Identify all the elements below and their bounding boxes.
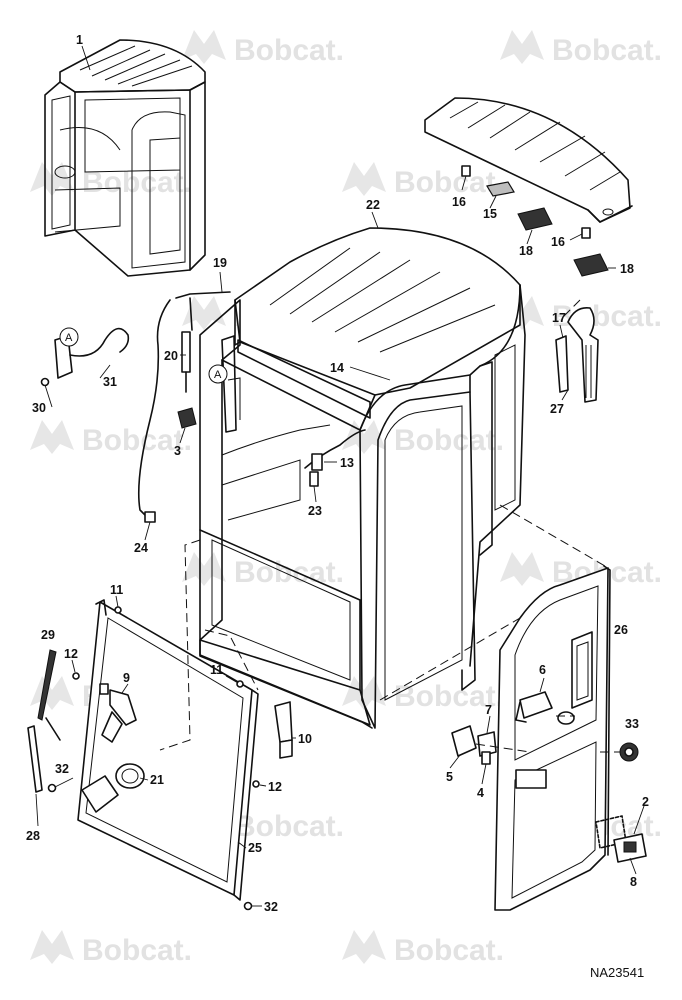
callout-14: 14 bbox=[330, 361, 344, 375]
assembly-lines bbox=[159, 299, 620, 753]
callout-11: 11 bbox=[110, 583, 123, 597]
leader-lines bbox=[35, 45, 645, 907]
callout-24: 24 bbox=[134, 541, 148, 555]
cab-assembly-thumbnail bbox=[44, 39, 206, 277]
reference-marker: A bbox=[59, 327, 79, 347]
callout-29: 29 bbox=[41, 628, 55, 642]
callout-11: 11 bbox=[210, 663, 223, 677]
door-knob bbox=[619, 742, 639, 762]
svg-text:Bobcat.: Bobcat. bbox=[394, 934, 504, 967]
svg-text:Bobcat.: Bobcat. bbox=[552, 300, 662, 333]
callout-32: 32 bbox=[264, 900, 278, 914]
watermark: Bobcat. bbox=[500, 30, 662, 67]
svg-text:Bobcat.: Bobcat. bbox=[552, 34, 662, 67]
watermark: Bobcat. bbox=[342, 162, 504, 199]
callout-3: 3 bbox=[174, 444, 181, 458]
door-latch-outer bbox=[595, 815, 647, 863]
watermark: Bobcat. bbox=[30, 162, 192, 199]
svg-text:Bobcat.: Bobcat. bbox=[394, 166, 504, 199]
watermark: Bobcat. bbox=[182, 30, 344, 67]
callout-13: 13 bbox=[340, 456, 354, 470]
nut bbox=[461, 165, 471, 177]
callout-26: 26 bbox=[614, 623, 628, 637]
watermark: Bobcat. bbox=[342, 420, 504, 457]
callout-25: 25 bbox=[248, 841, 262, 855]
svg-text:Bobcat.: Bobcat. bbox=[234, 556, 344, 589]
callout-18: 18 bbox=[519, 244, 533, 258]
callout-10: 10 bbox=[298, 732, 312, 746]
callout-23: 23 bbox=[308, 504, 322, 518]
switch bbox=[177, 407, 197, 429]
front-window bbox=[77, 599, 259, 901]
callout-1: 1 bbox=[76, 33, 83, 47]
wiper-motor bbox=[81, 763, 145, 813]
svg-text:Bobcat.: Bobcat. bbox=[82, 934, 192, 967]
reference-marker: A bbox=[208, 364, 228, 384]
callout-4: 4 bbox=[477, 786, 484, 800]
nut bbox=[581, 227, 591, 239]
svg-text:A: A bbox=[65, 332, 73, 344]
watermark: Bobcat. bbox=[342, 930, 504, 967]
callout-30: 30 bbox=[32, 401, 46, 415]
callout-27: 27 bbox=[550, 402, 564, 416]
handle-assembly-interior bbox=[221, 335, 241, 433]
callout-33: 33 bbox=[625, 717, 639, 731]
callout-20: 20 bbox=[164, 349, 178, 363]
callout-6: 6 bbox=[539, 663, 546, 677]
svg-text:Bobcat.: Bobcat. bbox=[234, 810, 344, 843]
callout-5: 5 bbox=[446, 770, 453, 784]
callout-18: 18 bbox=[620, 262, 634, 276]
callout-2: 2 bbox=[642, 795, 649, 809]
callout-8: 8 bbox=[630, 875, 637, 889]
pad bbox=[486, 181, 515, 197]
cab-frame bbox=[199, 227, 526, 729]
wiper bbox=[27, 649, 61, 793]
watermark: Bobcat. bbox=[30, 420, 192, 457]
roof-hardware bbox=[461, 165, 609, 277]
svg-text:Bobcat.: Bobcat. bbox=[82, 424, 192, 457]
callout-19: 19 bbox=[213, 256, 227, 270]
roof-panel bbox=[424, 97, 633, 223]
strut bbox=[181, 331, 191, 393]
callout-21: 21 bbox=[150, 773, 164, 787]
callout-28: 28 bbox=[26, 829, 40, 843]
svg-text:A: A bbox=[214, 369, 222, 381]
callout-31: 31 bbox=[103, 375, 117, 389]
door-handle bbox=[515, 691, 575, 725]
door-lock bbox=[451, 725, 497, 765]
callout-17: 17 bbox=[552, 311, 566, 325]
wiring-left bbox=[137, 291, 231, 523]
callout-15: 15 bbox=[483, 207, 497, 221]
watermark: Bobcat. bbox=[30, 930, 192, 967]
watermark: Bobcat. bbox=[182, 552, 344, 589]
drawing-number: NA23541 bbox=[590, 965, 644, 980]
callout-16: 16 bbox=[551, 235, 565, 249]
callout-22: 22 bbox=[366, 198, 380, 212]
callout-12: 12 bbox=[64, 647, 78, 661]
cab-door bbox=[494, 565, 611, 911]
pad bbox=[517, 207, 553, 231]
svg-text:Bobcat.: Bobcat. bbox=[394, 424, 504, 457]
fasteners bbox=[72, 606, 260, 911]
window-latch bbox=[274, 701, 293, 759]
pad bbox=[573, 253, 609, 277]
callout-9: 9 bbox=[123, 671, 130, 685]
callout-16: 16 bbox=[452, 195, 466, 209]
callout-labels: 1 22 16 15 18 16 18 19 17 20 31 30 14 27… bbox=[26, 33, 649, 914]
callout-12: 12 bbox=[268, 780, 282, 794]
callout-32: 32 bbox=[55, 762, 69, 776]
svg-text:Bobcat.: Bobcat. bbox=[234, 34, 344, 67]
window-handle bbox=[99, 683, 137, 743]
harness-13-23 bbox=[304, 429, 366, 487]
callout-7: 7 bbox=[485, 703, 492, 717]
